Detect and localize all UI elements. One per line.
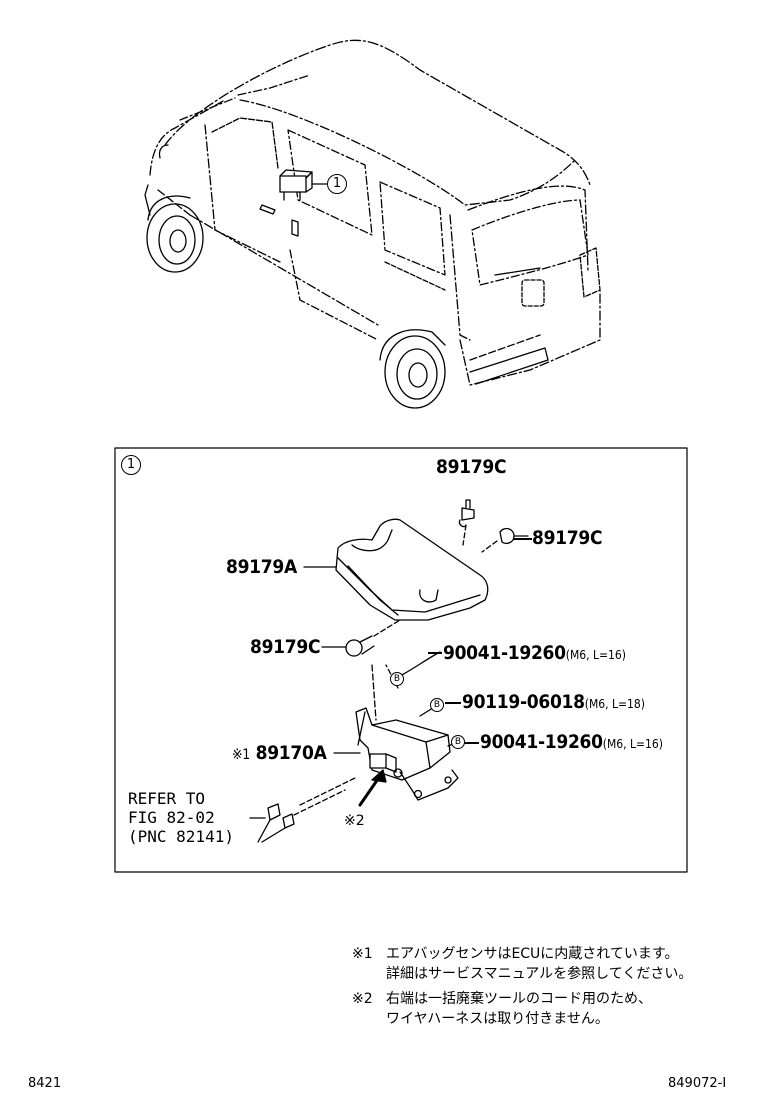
sensor-part-number: 89170A	[255, 742, 327, 764]
note-2-line-1: 右端は一括廃棄ツールのコード用のため、	[386, 991, 652, 1007]
note-2-mark: ※2	[352, 991, 373, 1007]
bolt-1-dash	[428, 652, 442, 654]
harness-connector-drawing	[257, 777, 356, 843]
sensor-cover-drawing	[335, 518, 489, 621]
connector-note-mark: ※2	[344, 813, 365, 829]
bolt-2-number: 90119-06018	[462, 691, 585, 713]
label-bolt-3: 90041-19260(M6, L=16)	[480, 732, 663, 754]
label-clip-bottom: 89179C	[250, 636, 321, 658]
label-clip-right-dash	[514, 538, 532, 540]
label-clip-right: 89179C	[532, 527, 603, 549]
bolt-3-number: 90041-19260	[480, 731, 603, 753]
detail-index-label: 1	[121, 455, 141, 475]
bolt-2-dash	[445, 702, 461, 704]
airbag-sensor-drawing	[355, 707, 459, 801]
label-clip-top: 89179C	[436, 456, 507, 478]
note-2-line-2: ワイヤハーネスは取り付きません。	[386, 1011, 609, 1027]
label-sensor: ※1 89170A	[232, 743, 327, 765]
note-1-mark: ※1	[352, 946, 373, 962]
label-bolt-1: 90041-19260(M6, L=16)	[443, 643, 626, 665]
bolt-1-spec: (M6, L=16)	[565, 648, 626, 662]
van-drawing	[144, 39, 601, 409]
clip-bottom-drawing	[345, 635, 375, 657]
bolt-marker-3: B	[451, 735, 465, 749]
bolt-2-spec: (M6, L=18)	[584, 697, 645, 711]
footer-page-code: 8421	[28, 1076, 62, 1091]
bolt-1-number: 90041-19260	[443, 642, 566, 664]
label-cover: 89179A	[226, 556, 297, 578]
bolt-3-spec: (M6, L=16)	[602, 737, 663, 751]
clip-top-drawing	[458, 499, 475, 528]
callout-1-vehicle: 1	[327, 174, 347, 194]
bolt-marker-1: B	[390, 672, 404, 686]
label-bolt-2: 90119-06018(M6, L=18)	[462, 692, 645, 714]
sensor-note-mark: ※1	[232, 747, 250, 763]
reference-line-2: FIG 82-02	[128, 808, 215, 827]
bolt-3-dash	[464, 742, 479, 744]
note-1-line-1: エアバッグセンサはECUに内蔵されています。	[386, 946, 679, 962]
note-1-line-2: 詳細はサービスマニュアルを参照してください。	[386, 966, 693, 982]
bolt-marker-2: B	[430, 698, 444, 712]
reference-line-3: (PNC 82141)	[128, 827, 234, 846]
reference-line-1: REFER TO	[128, 789, 206, 808]
detail-frame	[114, 447, 688, 873]
clip-right-drawing	[499, 527, 529, 544]
footer-figure-id: 849072-I	[668, 1076, 727, 1091]
